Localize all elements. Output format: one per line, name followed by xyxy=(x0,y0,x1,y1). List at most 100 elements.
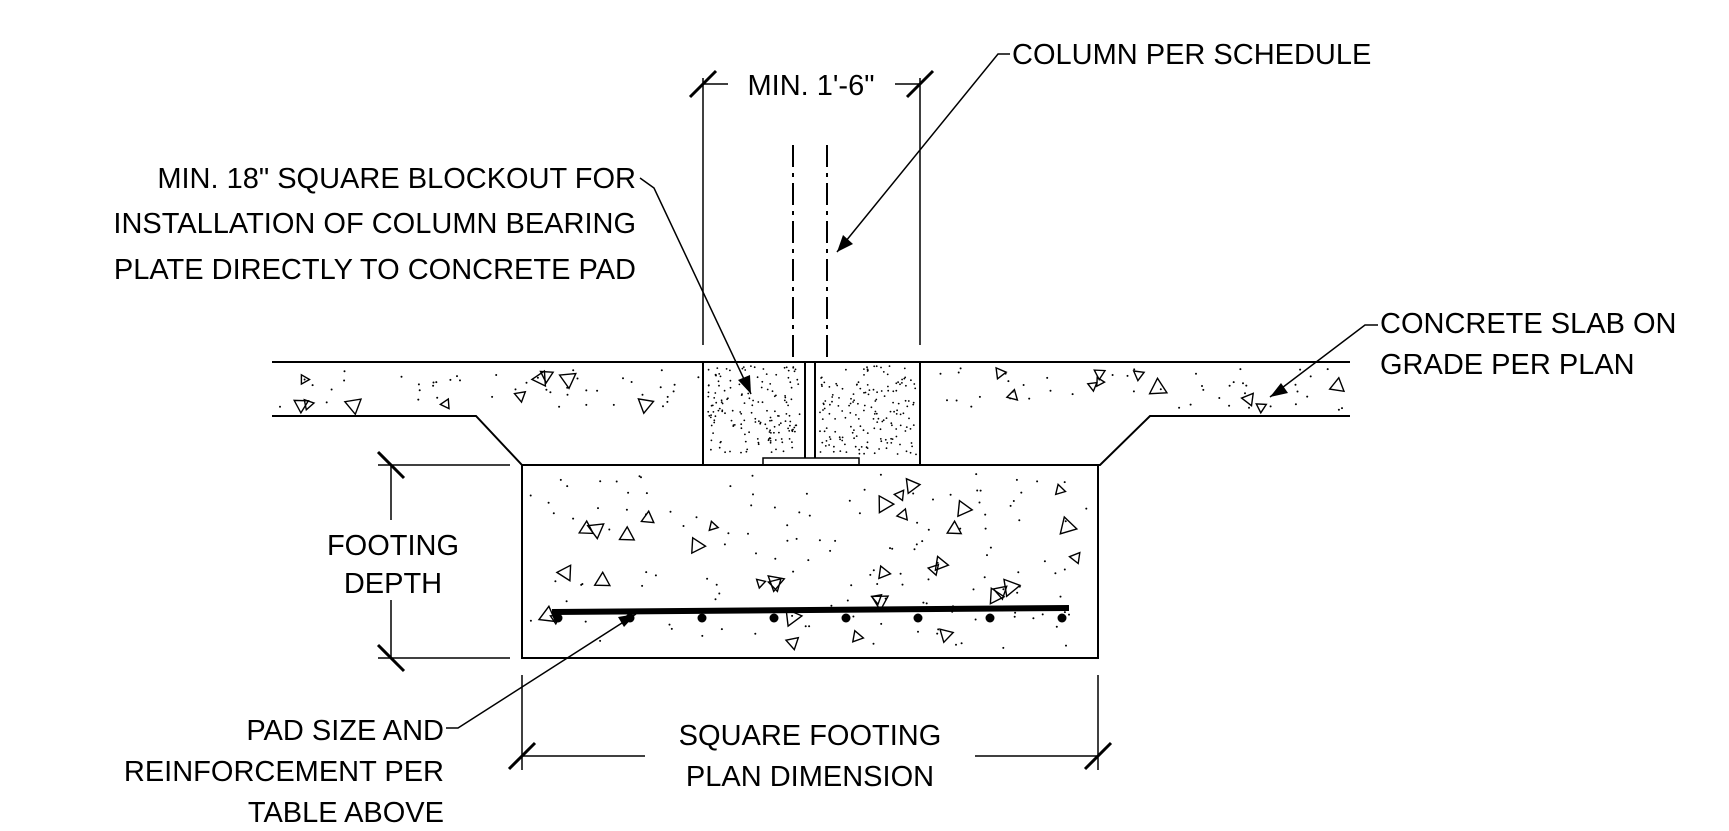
concrete-speck xyxy=(720,401,723,403)
concrete-speck xyxy=(738,383,741,386)
concrete-speck xyxy=(1132,390,1135,393)
concrete-speck xyxy=(927,528,930,531)
concrete-speck xyxy=(645,492,648,495)
concrete-speck xyxy=(916,521,919,524)
concrete-speck xyxy=(978,501,981,504)
concrete-speck xyxy=(972,588,975,591)
concrete-speck xyxy=(955,399,958,402)
concrete-speck xyxy=(882,419,885,422)
concrete-speck xyxy=(831,394,834,396)
footing-depth-label-line-2: DEPTH xyxy=(344,568,442,600)
concrete-speck xyxy=(904,399,907,402)
concrete-speck xyxy=(912,424,915,426)
concrete-speck xyxy=(495,374,498,376)
concrete-speck xyxy=(989,546,992,549)
slab-outline xyxy=(272,361,1350,466)
concrete-speck xyxy=(975,473,978,476)
concrete-speck xyxy=(902,412,905,415)
concrete-speck xyxy=(1218,397,1221,399)
concrete-speck xyxy=(596,389,599,392)
concrete-speck xyxy=(1064,520,1067,523)
concrete-speck xyxy=(906,405,909,408)
concrete-speck xyxy=(892,390,895,393)
concrete-speck xyxy=(897,381,899,384)
slab-label-line-2: GRADE PER PLAN xyxy=(1380,349,1635,381)
concrete-speck xyxy=(766,409,768,412)
concrete-speck xyxy=(863,404,866,407)
concrete-speck xyxy=(872,642,875,645)
concrete-speck xyxy=(804,625,807,628)
concrete-speck xyxy=(303,378,306,381)
concrete-speck xyxy=(808,625,811,628)
concrete-speck xyxy=(876,421,879,423)
concrete-speck xyxy=(860,446,863,448)
concrete-speck xyxy=(733,424,736,426)
concrete-speck xyxy=(850,584,853,587)
concrete-speck xyxy=(839,438,841,441)
concrete-speck xyxy=(889,410,892,413)
concrete-speck xyxy=(1032,617,1035,620)
aggregate-mark xyxy=(895,507,909,521)
concrete-speck xyxy=(716,367,719,369)
aggregate-mark xyxy=(513,390,527,404)
pad-size-leader: PAD SIZE AND REINFORCEMENT PER TABLE ABO… xyxy=(124,613,637,829)
concrete-speck xyxy=(892,401,894,404)
concrete-speck xyxy=(834,418,836,420)
concrete-speck xyxy=(719,375,722,378)
concrete-speck xyxy=(1063,611,1066,614)
concrete-speck xyxy=(1228,384,1231,387)
aggregate-mark xyxy=(870,595,890,612)
concrete-speck xyxy=(640,476,642,479)
concrete-speck xyxy=(1068,613,1070,616)
concrete-speck xyxy=(853,399,855,402)
concrete-speck xyxy=(1306,395,1309,398)
concrete-speck xyxy=(666,395,669,398)
concrete-speck xyxy=(867,393,870,396)
concrete-speck xyxy=(833,445,835,448)
concrete-speck xyxy=(707,395,710,398)
concrete-speck xyxy=(886,442,889,444)
concrete-speck xyxy=(754,421,757,423)
concrete-speck xyxy=(984,513,987,516)
slab-label-line-1: CONCRETE SLAB ON xyxy=(1380,308,1677,340)
concrete-speck xyxy=(831,400,833,403)
concrete-speck xyxy=(869,573,872,576)
concrete-speck xyxy=(743,419,746,422)
rebar-section xyxy=(769,613,779,623)
concrete-speck xyxy=(819,451,822,453)
concrete-speck xyxy=(863,488,866,491)
concrete-speck xyxy=(1296,390,1299,393)
concrete-speck xyxy=(877,417,880,420)
concrete-speck xyxy=(859,387,862,390)
aggregate-mark xyxy=(1059,515,1079,535)
concrete-speck xyxy=(858,512,861,515)
concrete-speck xyxy=(834,430,837,433)
concrete-speck xyxy=(748,431,750,434)
concrete-stipple xyxy=(279,365,1346,651)
aggregate-mark xyxy=(618,525,636,541)
concrete-speck xyxy=(880,366,882,369)
concrete-speck xyxy=(720,440,722,443)
concrete-speck xyxy=(701,634,704,637)
concrete-speck xyxy=(311,384,314,387)
concrete-speck xyxy=(718,407,721,410)
concrete-speck xyxy=(913,383,916,385)
concrete-speck xyxy=(866,432,869,434)
concrete-speck xyxy=(905,384,907,387)
concrete-speck xyxy=(858,452,861,455)
concrete-speck xyxy=(529,494,532,497)
concrete-speck xyxy=(1022,384,1025,386)
concrete-speck xyxy=(669,510,672,513)
concrete-speck xyxy=(829,549,832,552)
concrete-speck xyxy=(514,388,517,391)
aggregate-mark xyxy=(1148,376,1169,395)
concrete-speck xyxy=(1015,478,1018,481)
concrete-speck xyxy=(1065,644,1067,647)
concrete-speck xyxy=(714,373,717,376)
concrete-speck xyxy=(566,393,569,396)
concrete-speck xyxy=(1239,368,1242,371)
concrete-speck xyxy=(779,422,782,425)
concrete-speck xyxy=(857,381,860,384)
concrete-speck xyxy=(343,370,346,373)
concrete-speck xyxy=(791,614,794,617)
